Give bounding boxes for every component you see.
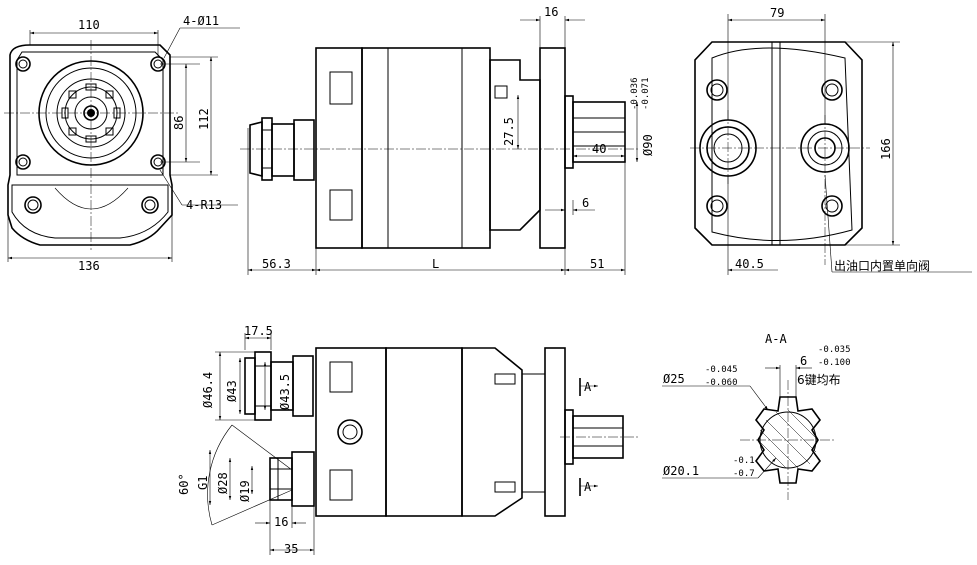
section-mark-top: A	[584, 380, 592, 394]
dim-offset: 27.5	[502, 117, 516, 146]
dim-d46-4: Ø46.4	[201, 372, 215, 408]
dim-height: 112	[197, 108, 211, 130]
key-width: 6	[800, 354, 807, 368]
dim-bolt-spacing: 86	[172, 116, 186, 130]
dim-radius: 4-R13	[186, 198, 222, 212]
dim-d28: Ø28	[216, 472, 230, 494]
dim-35: 35	[284, 542, 298, 556]
outer-tol-lower: -0.060	[705, 378, 738, 388]
outer-tol-upper: -0.045	[705, 365, 738, 375]
inner-dia: Ø20.1	[663, 464, 699, 478]
dim-gap: 6	[582, 196, 589, 210]
dim-angle: 60°	[177, 473, 191, 495]
dim-d19: Ø19	[238, 480, 252, 502]
dim-body-length: L	[432, 257, 439, 271]
key-tol-upper: -0.035	[818, 345, 851, 355]
outer-dia: Ø25	[663, 372, 685, 386]
dim-inlet-length: 56.3	[262, 257, 291, 271]
key-tol-lower: -0.100	[818, 358, 851, 368]
section-title: A-A	[765, 332, 787, 346]
dim-g1: G1	[196, 476, 210, 490]
dim-width-top: 110	[78, 18, 100, 32]
inner-tol-lower: -0.7	[733, 469, 755, 479]
section-aa: A-A 6 -0.035 -0.100 6键均布 Ø25 -0.045 -0.0…	[662, 332, 851, 500]
dim-d43-5: Ø43.5	[278, 374, 292, 410]
tol-upper: -0.036	[630, 77, 640, 110]
dim-17-5: 17.5	[244, 324, 273, 338]
rear-view: 79 166 40.5 出油口内置单向阀	[690, 6, 972, 275]
dim-d43: Ø43	[225, 380, 239, 402]
dim-16: 16	[274, 515, 288, 529]
dim-rear-height: 166	[879, 138, 893, 160]
dim-shaft-dia: Ø90	[641, 134, 655, 156]
front-view: 110 4-Ø11 86 112 4-R13 136	[4, 14, 240, 273]
dim-width-bottom: 136	[78, 259, 100, 273]
inner-tol-upper: -0.1	[733, 456, 755, 466]
dim-spline-length: 40	[592, 142, 606, 156]
dim-flange-thick: 16	[544, 5, 558, 19]
bottom-view: A A 17.5 Ø46.4 Ø43 Ø43.5 60° G1 Ø28 Ø19 …	[177, 324, 640, 556]
dim-rear-offset: 40.5	[735, 257, 764, 271]
key-note: 6键均布	[797, 373, 841, 387]
tol-lower: -0.071	[641, 77, 651, 110]
dim-holes: 4-Ø11	[183, 14, 219, 28]
side-view: 16 56.3 L 51 27.5 Ø90 -0.036 -0.071 40 6	[240, 5, 655, 275]
dim-rear-width: 79	[770, 6, 784, 20]
note-check-valve: 出油口内置单向阀	[834, 258, 930, 273]
dim-shaft-length: 51	[590, 257, 604, 271]
section-mark-bottom: A	[584, 480, 592, 494]
